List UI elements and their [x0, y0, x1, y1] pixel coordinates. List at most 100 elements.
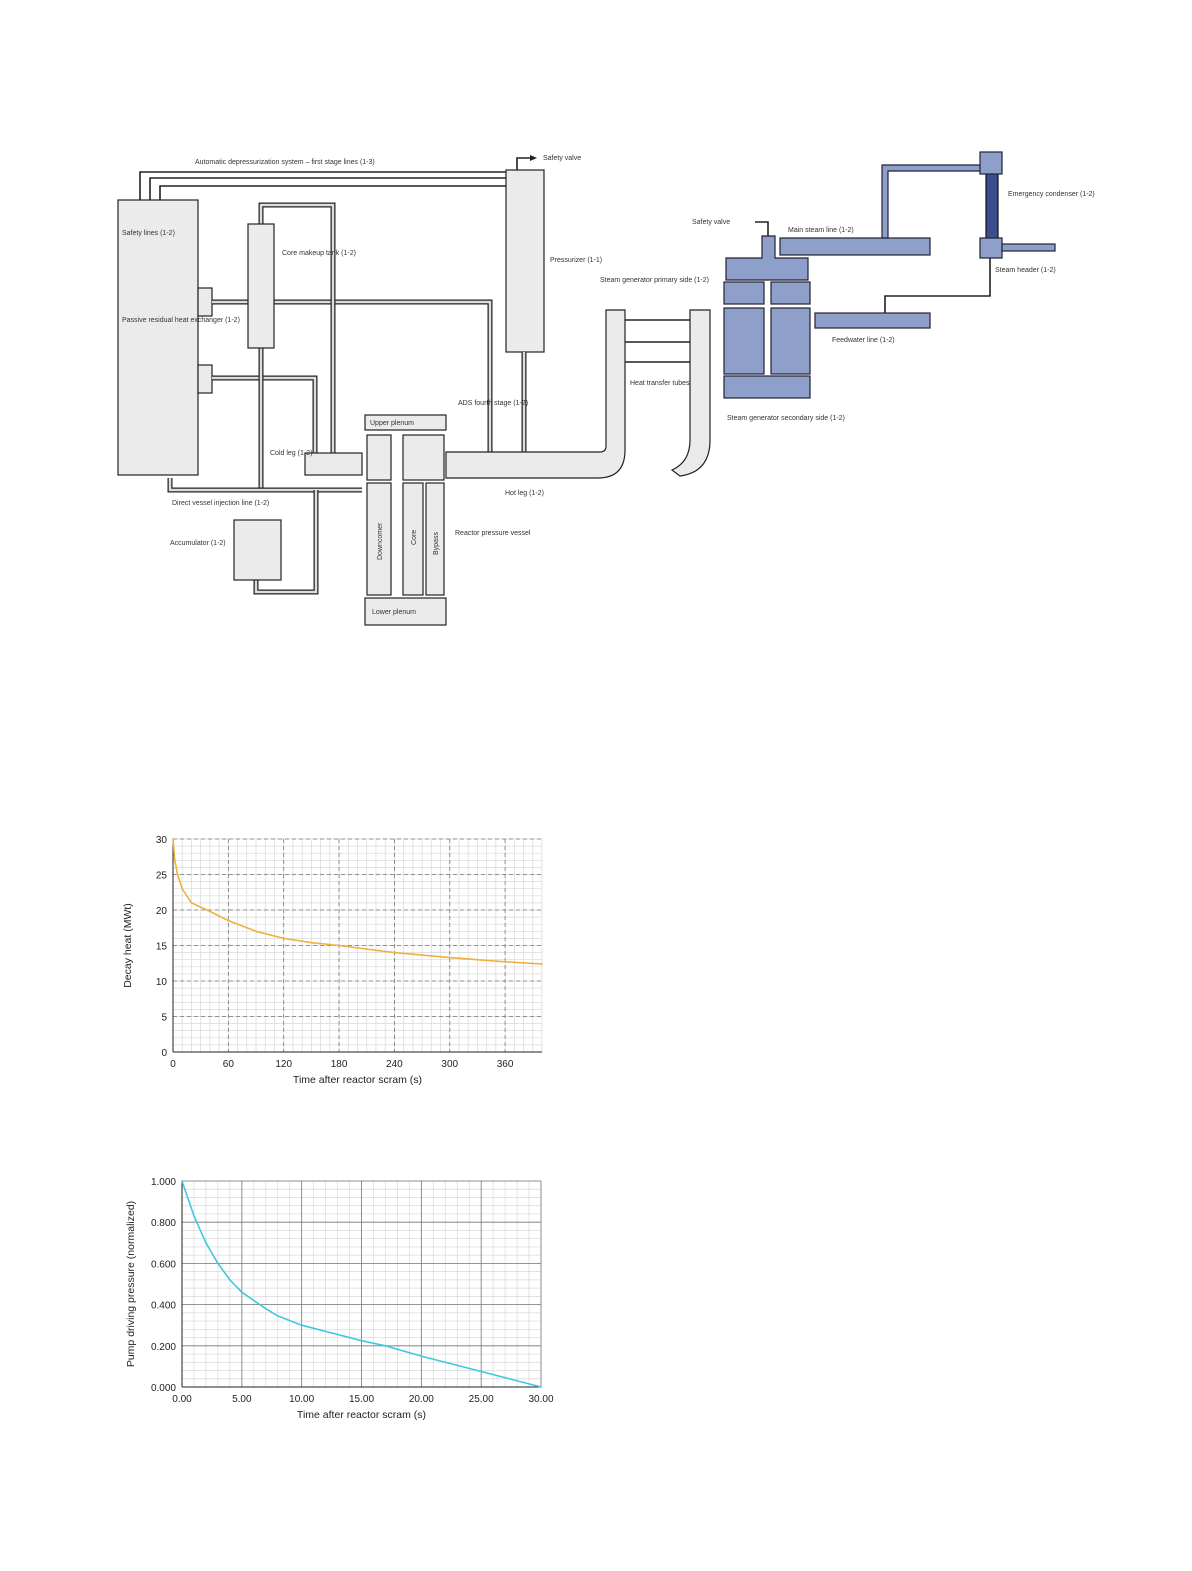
x-axis-label: Time after reactor scram (s)	[293, 1074, 422, 1086]
data-point	[504, 960, 506, 963]
dvi-line	[167, 478, 362, 493]
y-tick-label: 0.000	[151, 1383, 176, 1394]
data-point	[176, 873, 179, 876]
nodalization-diagram: Automatic depressurization system – firs…	[117, 151, 1095, 626]
prhr-box	[117, 199, 199, 476]
label-sg-safety-valve: Safety valve	[692, 219, 730, 226]
label-dvi: Direct vessel injection line (1-2)	[172, 500, 269, 507]
y-tick-label: 0.800	[151, 1218, 176, 1229]
y-tick-label: 30	[156, 835, 168, 846]
data-point	[205, 1241, 207, 1244]
data-point	[541, 963, 543, 965]
cold-leg-box	[304, 452, 363, 476]
x-tick-label: 0	[170, 1059, 176, 1070]
label-bypass: Bypass	[433, 532, 440, 555]
data-point	[420, 1355, 423, 1357]
label-core: Core	[411, 530, 418, 545]
y-axis-label: Pump driving pressure (normalized)	[125, 1201, 137, 1367]
label-lower-plenum: Lower plenum	[372, 609, 416, 616]
data-point	[217, 1262, 219, 1265]
label-main-steam: Main steam line (1-2)	[788, 227, 854, 234]
data-point	[448, 956, 451, 959]
sg-block	[770, 307, 811, 375]
sg-block	[723, 281, 765, 305]
x-tick-label: 300	[441, 1059, 458, 1070]
x-tick-label: 60	[223, 1059, 235, 1070]
x-tick-label: 10.00	[289, 1394, 314, 1405]
y-tick-label: 15	[156, 942, 168, 953]
vessel-outlet	[402, 434, 445, 481]
data-point	[181, 887, 184, 890]
data-point	[255, 930, 257, 933]
sg-safety-pipe	[755, 221, 769, 236]
x-tick-label: 0.00	[172, 1394, 192, 1405]
data-point	[300, 1324, 303, 1327]
sg-block	[770, 281, 811, 305]
label-upper-plenum: Upper plenum	[370, 420, 414, 427]
upper-plenum	[364, 414, 447, 431]
y-tick-label: 0.600	[151, 1259, 176, 1270]
data-point	[228, 1278, 231, 1281]
x-tick-label: 360	[497, 1059, 514, 1070]
data-point	[324, 1330, 327, 1333]
accumulator-box	[233, 519, 282, 581]
lower-plenum	[364, 597, 447, 626]
data-point	[310, 941, 313, 944]
data-point	[264, 1307, 267, 1310]
x-tick-label: 20.00	[409, 1394, 434, 1405]
arrow-icon	[530, 155, 537, 161]
steam-header-outlet	[1001, 243, 1056, 252]
x-tick-label: 5.00	[232, 1394, 252, 1405]
sg-block	[723, 307, 765, 375]
downcomer-box	[366, 482, 392, 596]
data-point	[252, 1299, 255, 1302]
label-sg-primary: Steam generator primary side (1-2)	[600, 277, 709, 284]
y-tick-label: 0	[161, 1048, 167, 1059]
y-tick-label: 1.000	[151, 1177, 176, 1188]
sg-tubes	[625, 319, 690, 363]
data-point	[190, 902, 193, 904]
data-point	[540, 1386, 542, 1388]
label-tubes: Heat transfer tubes	[630, 380, 690, 387]
y-axis-label: Decay heat (MWt)	[122, 903, 134, 988]
series-line	[181, 1180, 542, 1388]
steam-header	[979, 237, 1003, 259]
data-point	[227, 919, 230, 922]
label-safety-lines: Safety lines (1-2)	[122, 230, 175, 237]
label-ads-fourth: ADS fourth stage (1-2)	[458, 400, 528, 407]
data-point	[282, 937, 285, 940]
x-tick-label: 180	[331, 1059, 348, 1070]
y-tick-label: 10	[156, 977, 168, 988]
data-point	[193, 1215, 195, 1217]
label-safety-valve: Safety valve	[543, 155, 581, 162]
y-tick-label: 5	[161, 1013, 167, 1024]
feedwater-return	[884, 258, 991, 313]
label-steam-header: Steam header (1-2)	[995, 267, 1056, 274]
label-rpv: Reactor pressure vessel	[455, 530, 531, 537]
data-point	[480, 1370, 483, 1373]
label-ads: Automatic depressurization system – firs…	[195, 159, 375, 166]
label-emergency-condenser: Emergency condenser (1-2)	[1008, 191, 1095, 198]
sg-dome	[725, 235, 809, 281]
label-prhr: Passive residual heat exchanger (1-2)	[122, 317, 240, 324]
x-axis-label: Time after reactor scram (s)	[297, 1409, 426, 1421]
ads-pipes	[139, 171, 506, 200]
data-point	[173, 859, 176, 862]
prhr-outlet	[197, 364, 213, 394]
data-point	[384, 1344, 387, 1347]
y-tick-label: 20	[156, 906, 168, 917]
data-point	[209, 910, 211, 913]
label-hot-leg: Hot leg (1-2)	[505, 490, 544, 497]
data-point	[172, 838, 174, 840]
condenser-head	[979, 151, 1003, 175]
steam-riser	[881, 164, 983, 239]
x-tick-label: 25.00	[469, 1394, 494, 1405]
y-tick-label: 0.200	[151, 1342, 176, 1353]
prhr-inlet	[197, 287, 213, 317]
cmt-box	[247, 223, 275, 349]
y-tick-label: 0.400	[151, 1301, 176, 1312]
